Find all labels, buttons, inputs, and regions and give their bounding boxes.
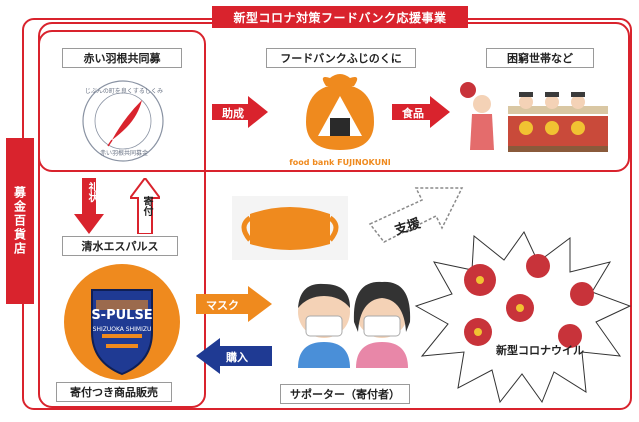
akai-hane-label: 赤い羽根共同募: [62, 48, 182, 68]
akai-hane-seal: [82, 80, 164, 162]
thanks-arrow-label: 礼状: [86, 182, 97, 202]
spulse-sub-text: SHIZUOKA SHIMIZU: [92, 326, 152, 333]
left-column-frame: [38, 30, 206, 408]
sales-label: 寄付つき商品販売: [56, 382, 172, 402]
grant-arrow-icon: [212, 96, 268, 128]
mask-arrow-label: マスク: [206, 299, 239, 312]
thanks-arrow-icon: [74, 178, 104, 234]
food-bank-onigiri-icon: [306, 74, 374, 150]
shimizu-label: 清水エスパルス: [62, 236, 178, 256]
support-arrow-icon: [368, 187, 464, 243]
red-feather-icon: [112, 100, 142, 140]
food-bank-label: フードバンクふじのくに: [266, 48, 416, 68]
akai-hane-seal-text: じぶんの町を良くするしくみ: [84, 88, 164, 95]
purchase-arrow-label: 購入: [226, 351, 248, 364]
spulse-logo-text: S-PULSE: [91, 308, 153, 323]
akai-hane-seal-bottom: 赤い羽根共同募金: [99, 150, 148, 157]
title-banner: 新型コロナ対策フードバンク応援事業: [212, 6, 468, 28]
food-arrow-label: 食品: [402, 107, 424, 120]
donation-arrow-label: 寄付: [141, 196, 152, 216]
purchase-arrow-icon: [196, 338, 272, 374]
spulse-emblem-icon: [64, 264, 180, 380]
virus-burst-icon: [414, 231, 632, 404]
supporters-label: サポーター（寄付者）: [280, 384, 410, 404]
orange-mask-icon: [232, 196, 348, 260]
food-arrow-icon: [392, 96, 450, 128]
virus-label: 新型コロナウイル: [496, 344, 584, 357]
households-illustration-icon: [460, 82, 608, 152]
food-bank-logo-text: food bank FUJINOKUNI: [289, 158, 391, 167]
mask-arrow-icon: [196, 286, 272, 322]
supporters-illustration-icon: [298, 281, 411, 368]
grant-arrow-label: 助成: [222, 107, 244, 120]
donation-arrow-icon: [130, 178, 160, 234]
side-banner: 募金百貨店: [6, 138, 34, 304]
households-label: 困窮世帯など: [486, 48, 594, 68]
